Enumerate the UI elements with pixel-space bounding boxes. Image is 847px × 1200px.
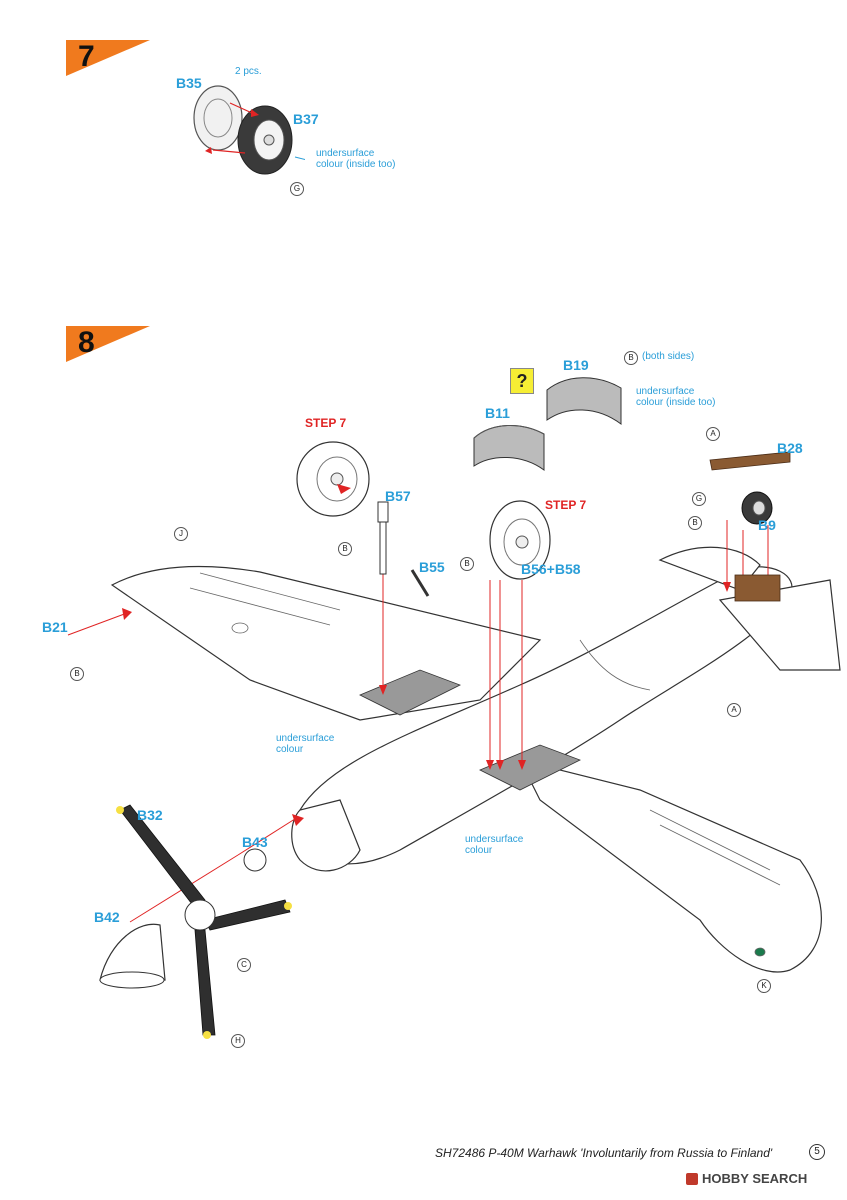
colour-code-b-b19: B bbox=[624, 351, 638, 365]
colour-code-b-b57: B bbox=[338, 542, 352, 556]
part-b32-label: B32 bbox=[137, 807, 163, 823]
part-b56-b58-label: B56+B58 bbox=[521, 561, 581, 577]
step7-reference-right: STEP 7 bbox=[545, 498, 587, 512]
colour-code-g-step8: G bbox=[692, 492, 706, 506]
colour-code-b-b9: B bbox=[688, 516, 702, 530]
aircraft-drawing bbox=[67, 451, 841, 1039]
colour-code-b-b21: B bbox=[70, 667, 84, 681]
part-b35-label: B35 bbox=[176, 75, 202, 91]
b19-inside-too-note: colour (inside too) bbox=[636, 397, 716, 408]
wheel-door-b19 bbox=[546, 377, 622, 425]
part-b42-label: B42 bbox=[94, 909, 120, 925]
step7-number: 7 bbox=[78, 40, 95, 73]
colour-code-a-bottom: A bbox=[727, 703, 741, 717]
inside-too-note: colour (inside too) bbox=[316, 159, 396, 170]
colour-code-k: K bbox=[757, 979, 771, 993]
step8-flag bbox=[66, 326, 150, 362]
colour-note-right: colour bbox=[465, 845, 493, 856]
step7-reference-left: STEP 7 bbox=[305, 416, 347, 430]
part-b57-label: B57 bbox=[385, 488, 411, 504]
colour-code-g-step7: G bbox=[290, 182, 304, 196]
watermark-text: HOBBY SEARCH bbox=[702, 1171, 808, 1186]
colour-code-c: C bbox=[237, 958, 251, 972]
part-b37-label: B37 bbox=[293, 111, 319, 127]
colour-code-j: J bbox=[174, 527, 188, 541]
main-wheel-left bbox=[296, 441, 370, 517]
qty-note: 2 pcs. bbox=[235, 66, 262, 77]
colour-note-left: colour bbox=[276, 744, 304, 755]
b19-undersurface-note: undersurface bbox=[636, 386, 695, 397]
undersurface-note-left: undersurface bbox=[276, 733, 335, 744]
part-b28-label: B28 bbox=[777, 440, 803, 456]
wheel-drawing-step7 bbox=[193, 85, 305, 175]
undersurface-note: undersurface bbox=[316, 148, 375, 159]
part-b55-label: B55 bbox=[419, 559, 445, 575]
main-wheel-right bbox=[489, 500, 551, 580]
footer-title: SH72486 P-40M Warhawk 'Involuntarily fro… bbox=[435, 1146, 773, 1160]
part-b11-label: B11 bbox=[485, 405, 510, 421]
part-b9-label: B9 bbox=[758, 517, 776, 533]
watermark-logo-icon bbox=[686, 1173, 698, 1185]
part-b43-label: B43 bbox=[242, 834, 268, 850]
part-b21-label: B21 bbox=[42, 619, 68, 635]
part-b19-label: B19 bbox=[563, 357, 589, 373]
step8-number: 8 bbox=[78, 326, 95, 359]
question-mark-box: ? bbox=[510, 368, 534, 394]
tail-wheel-b9 bbox=[741, 491, 773, 525]
undersurface-note-right: undersurface bbox=[465, 834, 524, 845]
wheel-door-b11 bbox=[473, 424, 545, 471]
both-sides-note: (both sides) bbox=[642, 351, 695, 362]
page-number: 5 bbox=[809, 1144, 825, 1160]
step7-flag bbox=[66, 40, 150, 76]
colour-code-a-top: A bbox=[706, 427, 720, 441]
strut-b57-b55 bbox=[377, 501, 430, 597]
colour-code-b-b56: B bbox=[460, 557, 474, 571]
colour-code-h: H bbox=[231, 1034, 245, 1048]
